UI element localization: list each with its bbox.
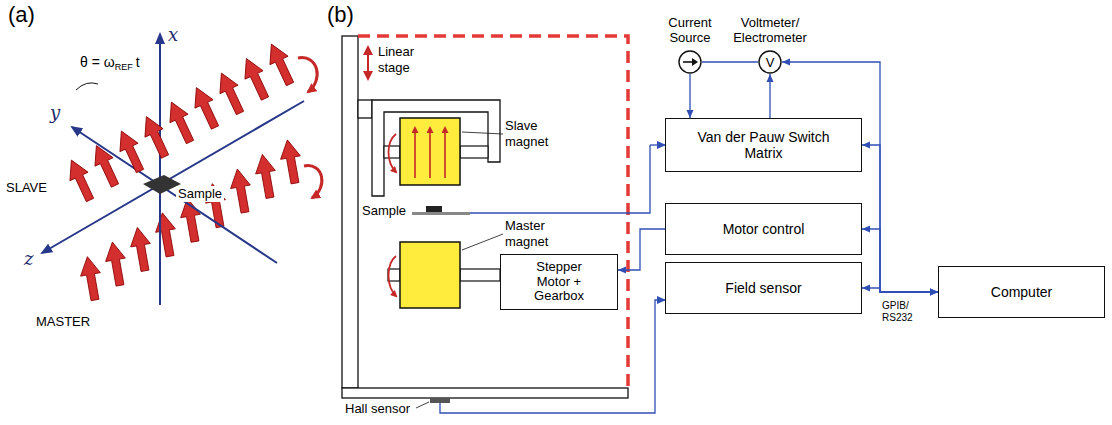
process-box: Computer bbox=[938, 266, 1105, 318]
arrowhead bbox=[930, 289, 938, 296]
connector-line bbox=[862, 288, 938, 292]
connector bbox=[782, 59, 938, 296]
connector bbox=[767, 74, 774, 118]
part-label: MASTER bbox=[36, 314, 90, 330]
arrowhead bbox=[862, 285, 870, 292]
arrowhead bbox=[767, 74, 774, 82]
connector-line bbox=[862, 229, 938, 292]
part-label: SLAVE bbox=[6, 180, 47, 196]
connector-line bbox=[782, 62, 938, 292]
circle-shape bbox=[759, 51, 781, 73]
source-arrowhead bbox=[692, 58, 698, 66]
arrowhead bbox=[618, 267, 626, 274]
arrowhead bbox=[862, 226, 870, 233]
motor-box: Stepper Motor + Gearbox bbox=[500, 254, 618, 310]
arrowhead bbox=[930, 289, 938, 296]
arrowhead bbox=[930, 289, 938, 296]
axis-label: x bbox=[168, 24, 178, 46]
wires bbox=[440, 145, 665, 413]
box-label: Van der Pauw Switch Matrix bbox=[694, 129, 834, 161]
instrument-symbol: V bbox=[758, 50, 782, 74]
arrowhead bbox=[687, 110, 694, 118]
time-symbol: t bbox=[136, 54, 140, 70]
connector bbox=[862, 285, 938, 296]
axis-label: y bbox=[50, 102, 60, 124]
leader-lines bbox=[416, 132, 503, 408]
arrowhead bbox=[930, 289, 938, 296]
box-label: Computer bbox=[991, 284, 1052, 300]
process-box: Field sensor bbox=[665, 262, 862, 314]
master-field-arrows bbox=[78, 138, 305, 302]
formula-label: θ = ωREFt bbox=[80, 54, 140, 73]
panel-label: (a) bbox=[8, 2, 35, 28]
angle-symbol: θ = ω bbox=[80, 54, 115, 70]
part-label: Sample bbox=[362, 203, 406, 219]
box-label: Stepper Motor + Gearbox bbox=[519, 260, 599, 305]
box-label: Motor control bbox=[723, 221, 805, 237]
circle-outline bbox=[678, 50, 702, 74]
connector-line bbox=[702, 61, 758, 62]
box-label: Field sensor bbox=[725, 280, 801, 296]
connector-line bbox=[862, 145, 938, 292]
part-label: Sample bbox=[176, 186, 224, 202]
rotation-arrows bbox=[298, 58, 322, 198]
circle-shape bbox=[679, 51, 701, 73]
angle-arc bbox=[76, 83, 98, 90]
connector-line bbox=[618, 229, 665, 270]
switch-matrix-box: Van der Pauw Switch Matrix bbox=[665, 118, 862, 172]
current-source: Current Source bbox=[678, 50, 702, 74]
bus-label: GPIB/ RS232 bbox=[882, 300, 926, 324]
part-label: Linear stage bbox=[378, 44, 428, 75]
apparatus bbox=[342, 36, 628, 403]
part-label: Master magnet bbox=[505, 218, 565, 249]
connector bbox=[702, 62, 758, 63]
part-label: Slave magnet bbox=[505, 118, 565, 149]
process-box: Motor control bbox=[665, 203, 862, 255]
arrowhead bbox=[862, 142, 870, 149]
part-label: Hall sensor bbox=[345, 401, 410, 417]
voltmeter: Voltmeter/ ElectrometerV bbox=[758, 50, 782, 74]
connector bbox=[862, 226, 938, 296]
instrument-label: Current Source bbox=[653, 16, 727, 46]
connector bbox=[862, 142, 938, 296]
subscript: REF bbox=[115, 62, 133, 72]
connector bbox=[687, 74, 694, 118]
source-arrow bbox=[683, 61, 693, 63]
slave-field-arrows bbox=[62, 40, 299, 204]
arrowhead bbox=[782, 59, 790, 66]
axes bbox=[42, 34, 304, 305]
connector bbox=[618, 229, 665, 274]
panel-label: (b) bbox=[327, 2, 354, 28]
instrument-label: Voltmeter/ Electrometer bbox=[720, 16, 820, 46]
axis-label: z bbox=[24, 248, 33, 270]
